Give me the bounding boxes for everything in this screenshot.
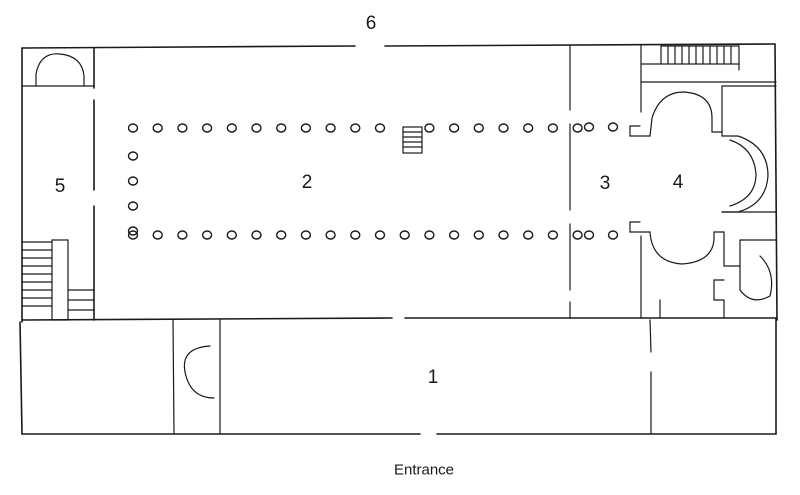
column-icon (473, 230, 484, 240)
column-icon (547, 230, 559, 240)
column-icon (374, 123, 386, 133)
area-label-1: 1 (427, 367, 439, 388)
column-icon (424, 230, 435, 240)
column-icon (201, 123, 213, 133)
area-label-3: 3 (599, 173, 611, 194)
column-icon (127, 226, 139, 236)
column-icon (583, 122, 595, 132)
column-icon (607, 230, 619, 240)
column-icon (572, 230, 583, 240)
column-icon (300, 230, 312, 240)
column-icon (152, 230, 163, 240)
atrium-walls (19, 317, 777, 435)
upper-stair (640, 45, 777, 83)
area-label-5: 5 (54, 176, 66, 197)
column-icon (127, 176, 139, 186)
column-icon (523, 230, 534, 240)
column-icon (547, 123, 559, 133)
column-icon (152, 123, 163, 133)
sanctuary-walls (629, 85, 777, 319)
column-icon (226, 123, 238, 133)
column-icon (251, 123, 262, 133)
column-icon (276, 123, 287, 133)
area-label-4: 4 (672, 172, 684, 193)
column-icon (374, 230, 386, 240)
column-icon (127, 123, 139, 133)
column-icon (607, 122, 619, 132)
column-icon (276, 230, 287, 240)
column-icon (226, 230, 238, 240)
column-icon (424, 123, 435, 133)
area-label-6: 6 (365, 13, 377, 34)
column-icon (448, 230, 460, 240)
column-icon (127, 230, 139, 240)
column-icon (177, 123, 188, 133)
colonnade (127, 122, 619, 240)
column-icon (201, 230, 213, 240)
nave-stair (402, 126, 423, 154)
column-icon (325, 230, 336, 240)
column-icon (523, 123, 534, 133)
column-icon (572, 123, 583, 133)
column-icon (583, 230, 595, 240)
column-icon (251, 230, 262, 240)
column-icon (325, 123, 336, 133)
column-icon (350, 230, 361, 240)
column-icon (498, 230, 509, 240)
outer-walls (21, 43, 778, 323)
column-icon (498, 123, 509, 133)
column-icon (448, 123, 460, 133)
column-icon (399, 230, 410, 240)
column-icon (473, 123, 484, 133)
column-icon (350, 123, 361, 133)
column-icon (127, 151, 139, 161)
column-icon (300, 123, 312, 133)
nave-division (569, 45, 642, 319)
column-icon (127, 201, 139, 211)
entrance-caption: Entrance (393, 461, 455, 479)
narthex-walls (21, 47, 95, 321)
column-icon (177, 230, 188, 240)
area-label-2: 2 (301, 172, 313, 193)
